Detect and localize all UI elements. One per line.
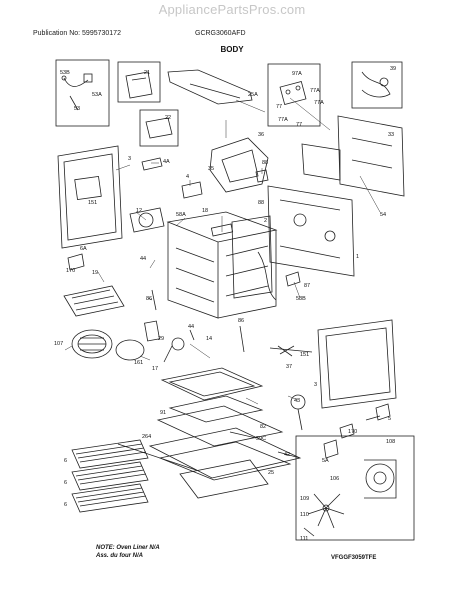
part-label: 37 xyxy=(286,364,292,370)
part-label: 6A xyxy=(80,246,87,252)
note-line-1: NOTE: Oven Liner N/A xyxy=(96,545,160,551)
part-label: 107 xyxy=(54,341,63,347)
part-label: 36 xyxy=(258,132,264,138)
drawing-code: VFGGF3059TFE xyxy=(331,555,377,561)
part-label: 77 xyxy=(296,122,302,128)
part-label: 109 xyxy=(300,496,309,502)
part-label: 58B xyxy=(296,296,306,302)
model-number: GCRG3060AFD xyxy=(195,30,246,37)
part-label: 54 xyxy=(380,212,386,218)
part-label: 14 xyxy=(206,336,212,342)
part-label: 4 xyxy=(186,174,189,180)
part-label: 25A xyxy=(248,92,258,98)
part-label: 110 xyxy=(300,512,309,518)
part-label: 53 xyxy=(74,106,80,112)
part-box-97a xyxy=(267,63,321,127)
part-label: 53A xyxy=(92,92,102,98)
part-label: 59C xyxy=(256,436,266,442)
part-label: 88 xyxy=(262,160,268,166)
part-label: 82 xyxy=(260,424,266,430)
part-label: 91 xyxy=(160,410,166,416)
part-label: 151 xyxy=(300,352,309,358)
part-label: 77 xyxy=(276,104,282,110)
part-label: 21 xyxy=(144,70,150,76)
part-label: 151 xyxy=(88,200,97,206)
part-label: 3 xyxy=(314,382,317,388)
part-label: 2 xyxy=(264,218,267,224)
part-label: 6 xyxy=(64,502,67,508)
part-label: 42 xyxy=(284,452,290,458)
part-label: 88 xyxy=(258,200,264,206)
part-label: 6 xyxy=(64,458,67,464)
part-label: 77A xyxy=(314,100,324,106)
part-label: 19 xyxy=(92,270,98,276)
part-label: 106 xyxy=(330,476,339,482)
part-label: 111 xyxy=(300,536,308,542)
part-label: 87 xyxy=(304,283,310,289)
oven-liner-note: NOTE: Oven Liner N/A Ass. du four N/A xyxy=(96,544,160,560)
part-label: 86 xyxy=(238,318,244,324)
part-label: 12 xyxy=(136,208,142,214)
part-label: 77A xyxy=(278,117,288,123)
part-label: 3 xyxy=(128,156,131,162)
part-label: 170 xyxy=(348,429,357,435)
part-label: 22 xyxy=(165,115,171,121)
part-box-21 xyxy=(117,61,161,103)
part-label: 53B xyxy=(60,70,70,76)
part-label: 43 xyxy=(294,398,300,404)
part-label: 5 xyxy=(388,416,391,422)
part-label: 108 xyxy=(386,439,395,445)
part-box-22 xyxy=(139,109,179,147)
publication-number: Publication No: 5995730172 xyxy=(33,30,121,37)
part-label: 161 xyxy=(134,360,143,366)
part-label: 170 xyxy=(66,268,75,274)
part-label: 86 xyxy=(146,296,152,302)
part-label: 44 xyxy=(140,256,146,262)
part-box-53 xyxy=(55,59,110,127)
part-label: 29 xyxy=(158,336,164,342)
part-label: 97A xyxy=(292,71,302,77)
part-label: 35 xyxy=(208,166,214,172)
part-label: 58A xyxy=(176,212,186,218)
part-label: 77A xyxy=(310,88,320,94)
part-label: 4A xyxy=(163,159,170,165)
part-label: 25 xyxy=(268,470,274,476)
part-box-108 xyxy=(295,435,415,541)
part-label: 17 xyxy=(152,366,158,372)
part-label: 44 xyxy=(188,324,194,330)
part-label: 1 xyxy=(356,254,359,260)
part-label: 33 xyxy=(388,132,394,138)
part-label: 18 xyxy=(202,208,208,214)
watermark-text: AppliancePartsPros.com xyxy=(158,2,306,17)
part-box-39 xyxy=(351,61,403,109)
part-label: 39 xyxy=(390,66,396,72)
part-label: 5A xyxy=(322,458,329,464)
section-title: BODY xyxy=(220,45,244,54)
note-line-2: Ass. du four N/A xyxy=(96,553,144,559)
part-label: 264 xyxy=(142,434,151,440)
part-label: 6 xyxy=(64,480,67,486)
